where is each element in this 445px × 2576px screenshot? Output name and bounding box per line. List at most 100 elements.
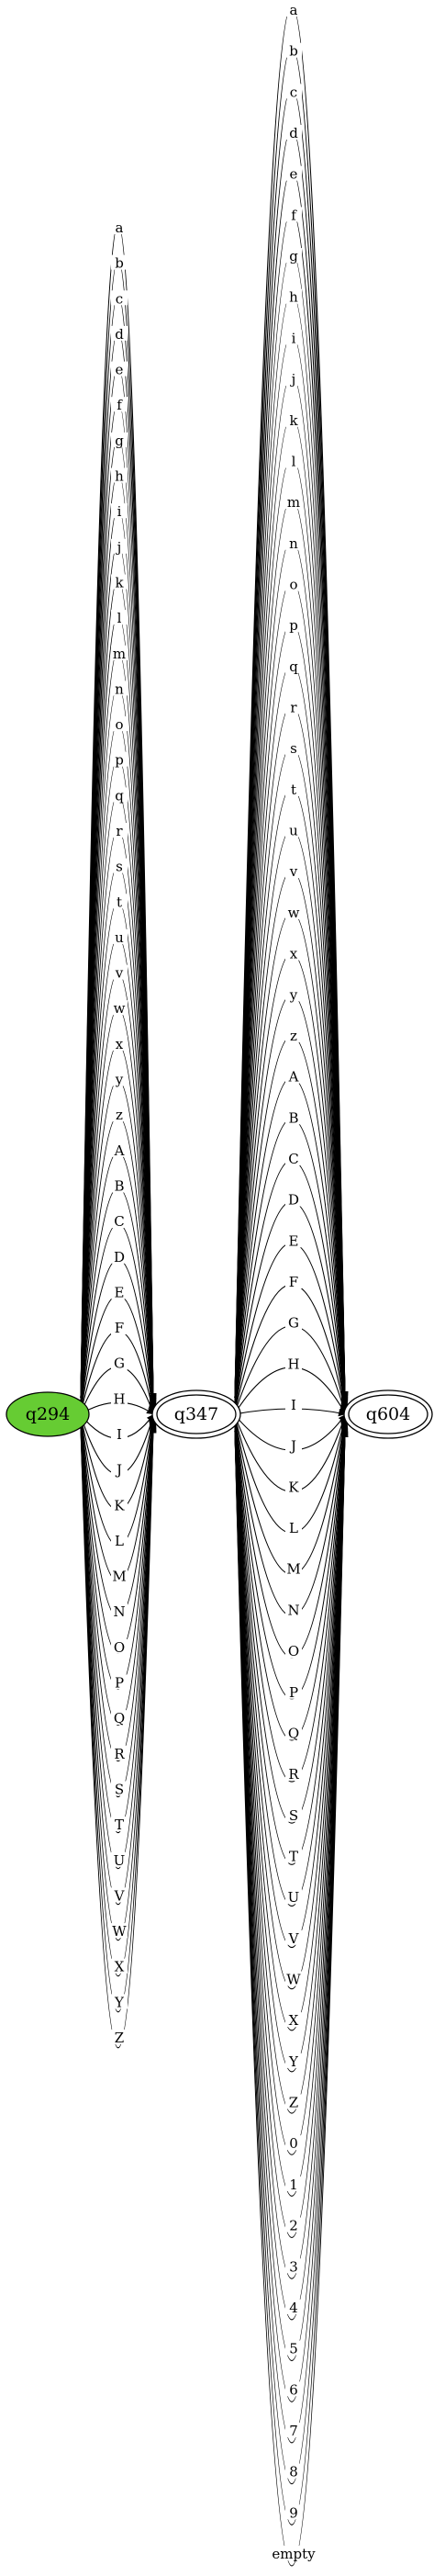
start-to-middle-edge-label-bg <box>111 325 128 341</box>
start-to-middle-edge-label-bg <box>111 254 128 270</box>
start-to-middle-edge-label: B <box>114 1178 124 1195</box>
start-to-middle-edge-label: n <box>115 681 124 697</box>
middle-to-end-edge-label-bg <box>271 2546 317 2560</box>
middle-to-end-edge-label-bg <box>285 1848 302 1863</box>
middle-to-end-edge-label: A <box>288 1069 299 1086</box>
start-to-middle-edge-label: g <box>115 433 124 449</box>
start-to-middle-edge-label-bg <box>111 1958 128 1974</box>
start-to-middle-edge-label-bg <box>111 2030 128 2044</box>
start-state-ellipse <box>6 1391 90 1437</box>
middle-to-end-edge-label: r <box>290 700 297 716</box>
start-to-middle-edge-label: Q <box>114 1710 125 1727</box>
middle-to-end-edge-label-bg <box>285 2504 302 2520</box>
middle-to-end-edge-label: 8 <box>289 2464 298 2480</box>
start-to-middle-edge-label-bg <box>111 1710 128 1726</box>
start-to-middle-edge-label: l <box>117 610 122 626</box>
middle-to-end-edge-label-bg <box>285 576 302 591</box>
middle-to-end-edge-label: b <box>289 43 298 60</box>
middle-to-end-edge-label: 1 <box>289 2177 298 2193</box>
start-to-middle-edge-label-bg <box>111 1817 128 1832</box>
start-to-middle-edge-label: f <box>117 397 123 413</box>
middle-to-end-edge-label-bg <box>285 2 302 17</box>
middle-to-end-edge-label-bg <box>285 986 302 1002</box>
start-to-middle-edge-label: k <box>115 575 124 591</box>
middle-to-end-edge-label: M <box>286 1561 300 1578</box>
middle-to-end-edge-label: w <box>288 905 300 921</box>
start-to-middle-edge-label-bg <box>111 928 128 944</box>
middle-to-end-edge-label: Y <box>288 2053 299 2070</box>
middle-to-end-edge-label: K <box>288 1479 299 1495</box>
start-to-middle-edge-label: a <box>116 219 124 236</box>
start-to-middle-edge-label-bg <box>111 361 128 377</box>
start-to-middle-edge-label: A <box>114 1142 125 1159</box>
middle-to-end-edge-label: q <box>289 658 298 675</box>
start-to-middle-edge-label-bg <box>111 1355 128 1370</box>
start-to-middle-edge-label-bg <box>111 1745 128 1760</box>
middle-to-end-edge-label-bg <box>285 2340 302 2356</box>
middle-to-end-edge-label: empty <box>272 2546 316 2562</box>
start-to-middle-edge-label-bg <box>111 1142 128 1157</box>
state-q347[interactable]: q347 <box>151 1389 241 1439</box>
start-to-middle-edge-label-bg <box>111 681 128 696</box>
middle-to-end-edge-label-bg <box>285 699 302 714</box>
middle-to-end-edge-label: n <box>289 535 298 552</box>
middle-to-end-edge-label-bg <box>285 2463 302 2479</box>
middle-to-end-edge-label-bg <box>285 411 302 427</box>
start-to-middle-edge-label-bg <box>111 574 128 590</box>
middle-to-end-edge-label-bg <box>285 904 302 919</box>
start-to-middle-edge-label-bg <box>111 716 128 732</box>
start-to-middle-edge-label: u <box>115 929 124 946</box>
middle-to-end-edge-label-bg <box>285 165 302 181</box>
start-to-middle-edge-label: y <box>115 1072 124 1088</box>
middle-to-end-edge-label: m <box>287 494 300 511</box>
start-to-middle-edge-label: z <box>116 1107 123 1123</box>
start-to-middle-edge-label-bg <box>111 645 128 660</box>
middle-to-end-edge-label-bg <box>285 1232 302 1248</box>
middle-to-end-edge-label-bg <box>285 1355 302 1371</box>
start-to-middle-edge-label-bg <box>111 858 128 873</box>
start-to-middle-edge-V <box>80 1423 157 1906</box>
middle-to-end-edge-label: X <box>289 2012 299 2029</box>
middle-to-end-edge-3 <box>234 1430 349 2279</box>
start-to-middle-edge-label: p <box>115 752 124 769</box>
middle-to-end-edge-label: a <box>290 2 298 18</box>
middle-to-end-edge-R <box>234 1421 349 1783</box>
middle-to-end-edge-label-bg <box>285 1683 302 1699</box>
middle-to-end-edge-label-bg <box>285 1560 302 1576</box>
start-to-middle-edge-label-bg <box>111 1851 128 1867</box>
start-to-middle-edge-label: I <box>117 1426 122 1443</box>
middle-to-end-edge-label: U <box>288 1889 300 1906</box>
middle-to-end-edge-label: 0 <box>289 2135 298 2152</box>
start-to-middle-edge-label: P <box>115 1675 124 1692</box>
start-to-middle-edge-label: r <box>116 823 123 839</box>
middle-to-end-edge-label-bg <box>285 207 302 222</box>
middle-to-end-edge-label: G <box>288 1315 299 1332</box>
middle-to-end-edge-label: h <box>289 289 298 306</box>
middle-to-end-edge-label-bg <box>285 1397 302 1412</box>
middle-to-end-edge-label-bg <box>285 1766 302 1782</box>
start-to-middle-edge-label: C <box>114 1213 124 1230</box>
middle-to-end-edge-label: i <box>292 330 296 346</box>
middle-to-end-edge-label: 3 <box>289 2258 298 2275</box>
middle-to-end-edge-label-bg <box>285 494 302 510</box>
middle-to-end-edge-Y <box>234 1426 349 2073</box>
start-to-middle-edge-label-bg <box>111 1638 128 1654</box>
state-q604[interactable]: q604 <box>343 1389 433 1439</box>
start-to-middle-edge-label-bg <box>111 1071 128 1086</box>
start-to-middle-edge-label: h <box>115 468 124 485</box>
start-to-middle-edge-label: N <box>113 1603 125 1620</box>
middle-to-end-edge-label-bg <box>285 1068 302 1084</box>
start-to-middle-edge-label: v <box>115 965 124 982</box>
start-to-middle-edge-label: F <box>115 1320 124 1336</box>
state-q294[interactable]: q294 <box>6 1391 90 1437</box>
middle-to-end-edge-label: 6 <box>289 2381 298 2398</box>
middle-to-end-edge-label-bg <box>285 1602 302 1617</box>
start-to-middle-edge-label: D <box>114 1249 125 1266</box>
middle-to-end-edge-label: Z <box>289 2095 298 2111</box>
middle-to-end-edge-label: E <box>289 1232 299 1249</box>
middle-to-end-edge-label-bg <box>285 1643 302 1659</box>
start-to-middle-edge-label-bg <box>111 1035 128 1051</box>
middle-to-end-edge-label-bg <box>285 1027 302 1042</box>
middle-to-end-edge-label-bg <box>285 371 302 387</box>
middle-to-end-edge-label-bg <box>285 42 302 58</box>
